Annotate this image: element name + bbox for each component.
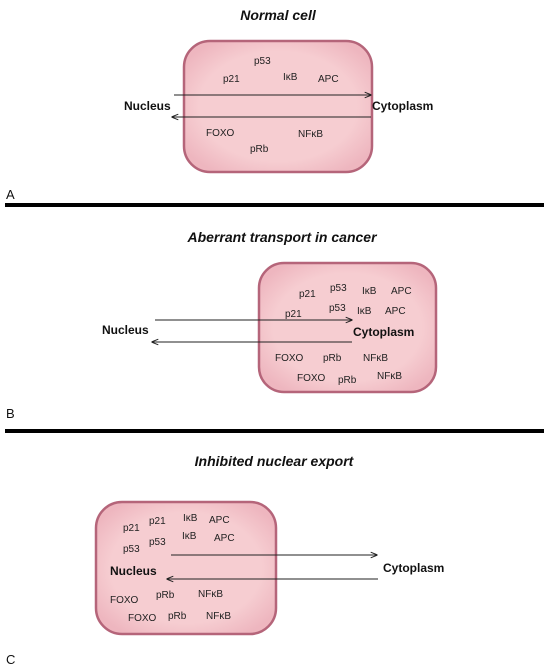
normal-cell-shape	[182, 39, 374, 174]
protein-label: pRb	[250, 144, 269, 155]
protein-label: FOXO	[297, 373, 326, 384]
protein-label: NFκB	[377, 371, 402, 382]
protein-label: IκB	[182, 531, 197, 542]
protein-label: pRb	[338, 375, 357, 386]
panel-a: Normal cell p53 p21 IκB APC FOXO NFκB pR…	[6, 7, 433, 202]
protein-label: IκB	[283, 72, 298, 83]
panel-c-letter: C	[6, 652, 15, 667]
cytoplasm-label: Cytoplasm	[372, 99, 433, 113]
protein-label: pRb	[323, 353, 342, 364]
protein-label: APC	[385, 306, 406, 317]
divider-bc	[5, 429, 544, 433]
protein-label: APC	[209, 515, 230, 526]
panel-c-title: Inhibited nuclear export	[195, 453, 355, 469]
panel-b-title: Aberrant transport in cancer	[186, 229, 378, 245]
protein-label: p53	[330, 283, 347, 294]
panel-b-letter: B	[6, 406, 15, 421]
panel-a-title: Normal cell	[240, 7, 317, 23]
protein-label: p53	[254, 56, 271, 67]
protein-label: FOXO	[110, 595, 139, 606]
protein-label: APC	[318, 74, 339, 85]
panel-b: Aberrant transport in cancer p21 p53 IκB…	[6, 229, 438, 421]
divider-ab	[5, 203, 544, 207]
protein-label: NFκB	[198, 589, 223, 600]
protein-label: IκB	[357, 306, 372, 317]
protein-label: p21	[123, 523, 140, 534]
protein-label: FOXO	[275, 353, 304, 364]
protein-label: p53	[123, 544, 140, 555]
protein-label: NFκB	[206, 611, 231, 622]
panel-a-letter: A	[6, 187, 15, 202]
protein-label: IκB	[362, 286, 377, 297]
nucleus-label: Nucleus	[124, 99, 171, 113]
cytoplasm-label: Cytoplasm	[353, 325, 414, 339]
nucleus-label: Nucleus	[102, 323, 149, 337]
protein-label: IκB	[183, 513, 198, 524]
protein-label: FOXO	[206, 128, 235, 139]
panel-c: Inhibited nuclear export p21 p21 IκB APC…	[6, 453, 444, 667]
protein-label: p21	[285, 309, 302, 320]
nucleus-label: Nucleus	[110, 564, 157, 578]
protein-label: NFκB	[363, 353, 388, 364]
inhibited-cell-shape	[94, 500, 278, 636]
protein-label: p21	[149, 516, 166, 527]
protein-label: p21	[223, 74, 240, 85]
protein-label: NFκB	[298, 129, 323, 140]
protein-label: APC	[391, 286, 412, 297]
protein-label: pRb	[156, 590, 175, 601]
protein-label: p53	[329, 303, 346, 314]
protein-label: FOXO	[128, 613, 157, 624]
protein-label: p53	[149, 537, 166, 548]
protein-label: p21	[299, 289, 316, 300]
protein-label: pRb	[168, 611, 187, 622]
protein-label: APC	[214, 533, 235, 544]
cytoplasm-label: Cytoplasm	[383, 561, 444, 575]
cancer-cell-shape	[257, 261, 438, 394]
